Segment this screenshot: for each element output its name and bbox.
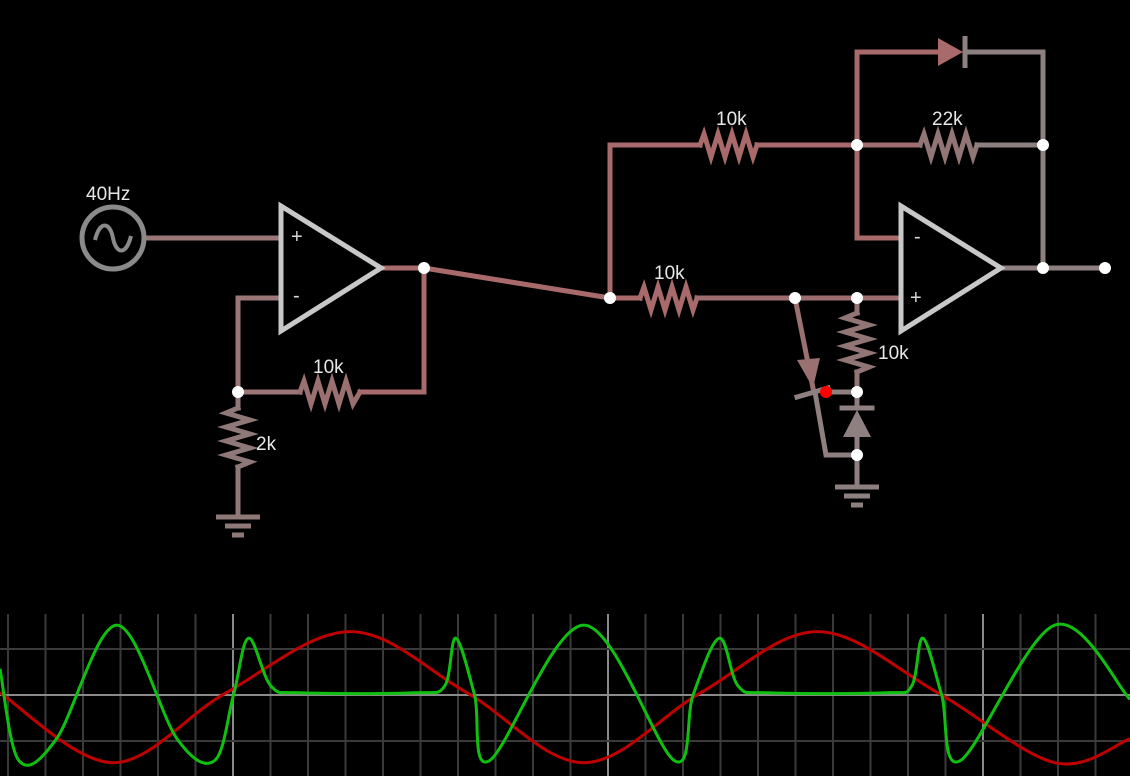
r-feedback1-label: 10k bbox=[313, 357, 344, 378]
wire-opamp1-minus[interactable] bbox=[235, 295, 283, 395]
node[interactable] bbox=[851, 292, 863, 304]
sine-icon bbox=[93, 223, 133, 253]
resistor-2k[interactable] bbox=[217, 404, 259, 471]
transistor-collector[interactable] bbox=[812, 389, 860, 458]
node[interactable] bbox=[851, 139, 863, 151]
node[interactable] bbox=[789, 292, 801, 304]
scope-trace-input bbox=[0, 630, 1130, 766]
node[interactable] bbox=[851, 386, 863, 398]
node[interactable] bbox=[604, 292, 616, 304]
wire-opamp1-to-stage2[interactable] bbox=[421, 265, 613, 301]
probe-point[interactable] bbox=[820, 386, 832, 398]
r-bias-label: 10k bbox=[878, 343, 909, 364]
resistor-bias[interactable] bbox=[836, 309, 878, 376]
output-terminal[interactable] bbox=[1099, 262, 1111, 274]
node[interactable] bbox=[418, 262, 430, 274]
source-label: 40Hz bbox=[86, 184, 130, 205]
node[interactable] bbox=[851, 449, 863, 461]
opamp1-minus: - bbox=[293, 285, 300, 307]
diode-feedback-triangle[interactable] bbox=[938, 38, 963, 66]
resistor-mid[interactable] bbox=[636, 278, 701, 319]
r-feedback2-label: 22k bbox=[932, 109, 963, 130]
resistor-top[interactable] bbox=[696, 125, 761, 166]
resistor-feedback1[interactable] bbox=[296, 372, 364, 413]
r-ground1-label: 2k bbox=[256, 434, 277, 455]
scope-trace-output bbox=[0, 622, 1130, 767]
node[interactable] bbox=[1037, 262, 1049, 274]
diode-bias-triangle[interactable] bbox=[843, 410, 871, 437]
ground-right[interactable] bbox=[835, 484, 879, 508]
wire-feedback1-right[interactable] bbox=[357, 265, 427, 395]
resistor-22k[interactable] bbox=[916, 125, 981, 166]
scope-view[interactable] bbox=[0, 614, 1130, 776]
wire-top-left[interactable] bbox=[607, 142, 703, 301]
node[interactable] bbox=[232, 386, 244, 398]
r-top-label: 10k bbox=[716, 109, 747, 130]
opamp2[interactable] bbox=[898, 201, 1006, 336]
node[interactable] bbox=[1037, 139, 1049, 151]
wire-opamp2-minus[interactable] bbox=[854, 142, 903, 241]
opamp2-minus: - bbox=[914, 226, 921, 248]
opamp2-plus: + bbox=[910, 287, 922, 309]
ac-source[interactable] bbox=[79, 204, 147, 272]
r-mid-label: 10k bbox=[654, 263, 685, 284]
opamp1-plus: + bbox=[291, 226, 303, 248]
transistor-arrow[interactable] bbox=[797, 358, 820, 388]
wire-diode-left[interactable] bbox=[854, 49, 941, 148]
wire-diode-right[interactable] bbox=[962, 49, 1046, 271]
scope-traces bbox=[0, 622, 1130, 767]
opamp1[interactable] bbox=[278, 201, 386, 336]
ground-left[interactable] bbox=[216, 514, 260, 538]
